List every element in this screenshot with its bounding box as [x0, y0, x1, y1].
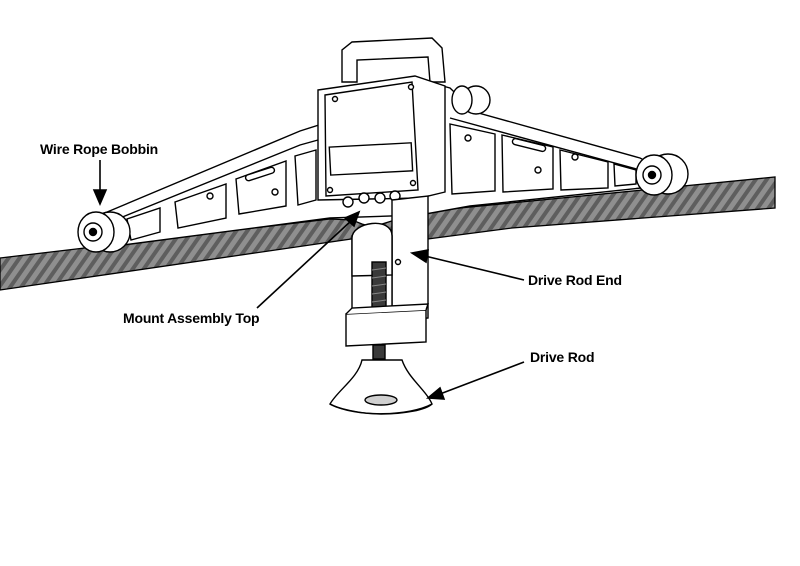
mount-assembly-top-label: Mount Assembly Top — [123, 310, 260, 326]
mount-assembly — [345, 195, 429, 367]
center-housing — [317, 75, 446, 208]
wire-rope-bobbin-label: Wire Rope Bobbin — [40, 141, 159, 157]
right-bobbin — [635, 153, 689, 196]
drive-rod-handle — [329, 359, 433, 415]
adjustment-knob — [451, 85, 491, 115]
arrow-mount-assembly-top — [256, 219, 353, 309]
carry-handle — [341, 37, 446, 83]
drive-rod-label: Drive Rod — [530, 349, 595, 365]
arrow-drive-rod — [439, 361, 525, 395]
callout-arrows — [92, 160, 525, 400]
arrow-drive-rod-end — [424, 255, 525, 281]
drive-rod-end-label: Drive Rod End — [528, 272, 622, 288]
left-bobbin — [77, 211, 131, 253]
